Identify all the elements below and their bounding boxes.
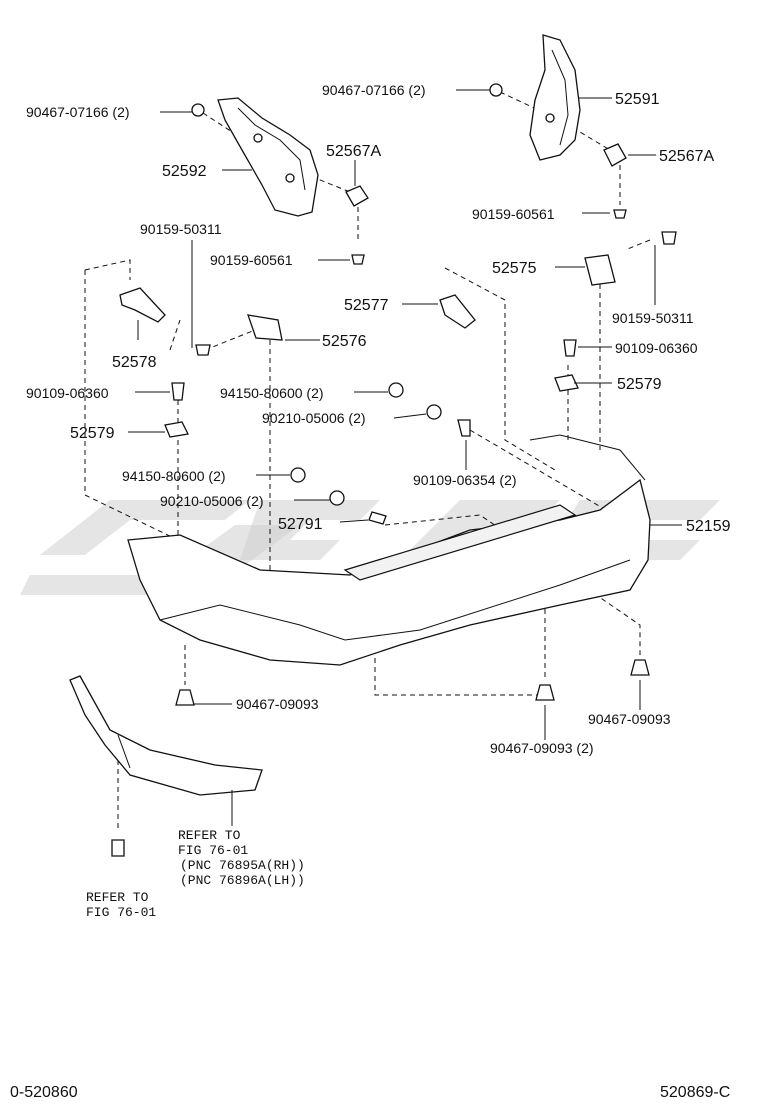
label-90109-06354: 90109-06354 (2) bbox=[413, 472, 517, 488]
label-52579-left: 52579 bbox=[70, 425, 115, 442]
clip-52567A-left bbox=[345, 185, 369, 207]
refer1-line4: (PNC 76896A(LH)) bbox=[180, 873, 305, 888]
label-90467-09093-mid: 90467-09093 (2) bbox=[490, 740, 594, 756]
label-90109-06360-left: 90109-06360 bbox=[26, 385, 109, 401]
footer-code-left: 0-520860 bbox=[10, 1084, 78, 1101]
label-90467-09093-right: 90467-09093 bbox=[588, 711, 671, 727]
dashed-guides bbox=[84, 91, 651, 830]
label-52576: 52576 bbox=[322, 333, 367, 350]
bolts bbox=[171, 83, 677, 525]
label-90210-05006-b: 90210-05006 (2) bbox=[160, 493, 264, 509]
label-52575: 52575 bbox=[492, 260, 537, 277]
label-52578: 52578 bbox=[112, 354, 157, 371]
refer-note-clip: REFER TO FIG 76-01 bbox=[86, 890, 156, 920]
label-94150-80600-a: 94150-80600 (2) bbox=[220, 385, 324, 401]
label-52592: 52592 bbox=[162, 163, 207, 180]
label-52579-right: 52579 bbox=[617, 376, 662, 393]
refer1-line1: REFER TO bbox=[178, 828, 241, 843]
label-52577: 52577 bbox=[344, 297, 389, 314]
retainers bbox=[119, 254, 616, 438]
mudguard-52592 bbox=[217, 97, 319, 217]
label-90109-06360-right: 90109-06360 bbox=[615, 340, 698, 356]
label-90159-60561-right: 90159-60561 bbox=[472, 206, 555, 222]
label-90159-60561-left: 90159-60561 bbox=[210, 252, 293, 268]
leader-lines bbox=[128, 89, 682, 826]
label-94150-80600-b: 94150-80600 (2) bbox=[122, 468, 226, 484]
lower-spoiler bbox=[69, 675, 263, 796]
label-52791: 52791 bbox=[278, 516, 323, 533]
label-52567A-right: 52567A bbox=[659, 148, 714, 165]
label-52591: 52591 bbox=[615, 91, 660, 108]
label-52159: 52159 bbox=[686, 518, 731, 535]
part-labels: 90467-07166 (2) 90467-07166 (2) 52591 52… bbox=[26, 82, 731, 756]
footer-code-right: 520869-C bbox=[660, 1084, 730, 1101]
label-52567A-left: 52567A bbox=[326, 143, 381, 160]
push-clips bbox=[111, 659, 650, 857]
refer1-line2: FIG 76-01 bbox=[178, 843, 248, 858]
label-90159-50311-left: 90159-50311 bbox=[140, 221, 222, 237]
bumper-cover-52159 bbox=[127, 434, 651, 666]
refer2-line2: FIG 76-01 bbox=[86, 905, 156, 920]
label-90210-05006-a: 90210-05006 (2) bbox=[262, 410, 366, 426]
refer-note-spoiler: REFER TO FIG 76-01 (PNC 76895A(RH)) (PNC… bbox=[178, 828, 305, 888]
mudguard-52591 bbox=[529, 34, 581, 161]
refer1-line3: (PNC 76895A(RH)) bbox=[180, 858, 305, 873]
label-90467-07166-right: 90467-07166 (2) bbox=[322, 82, 426, 98]
label-90467-07166-left: 90467-07166 (2) bbox=[26, 104, 130, 120]
label-90159-50311-right: 90159-50311 bbox=[612, 310, 694, 326]
clip-52567A-right bbox=[603, 143, 627, 167]
refer2-line1: REFER TO bbox=[86, 890, 149, 905]
label-90467-09093-left: 90467-09093 bbox=[236, 696, 319, 712]
